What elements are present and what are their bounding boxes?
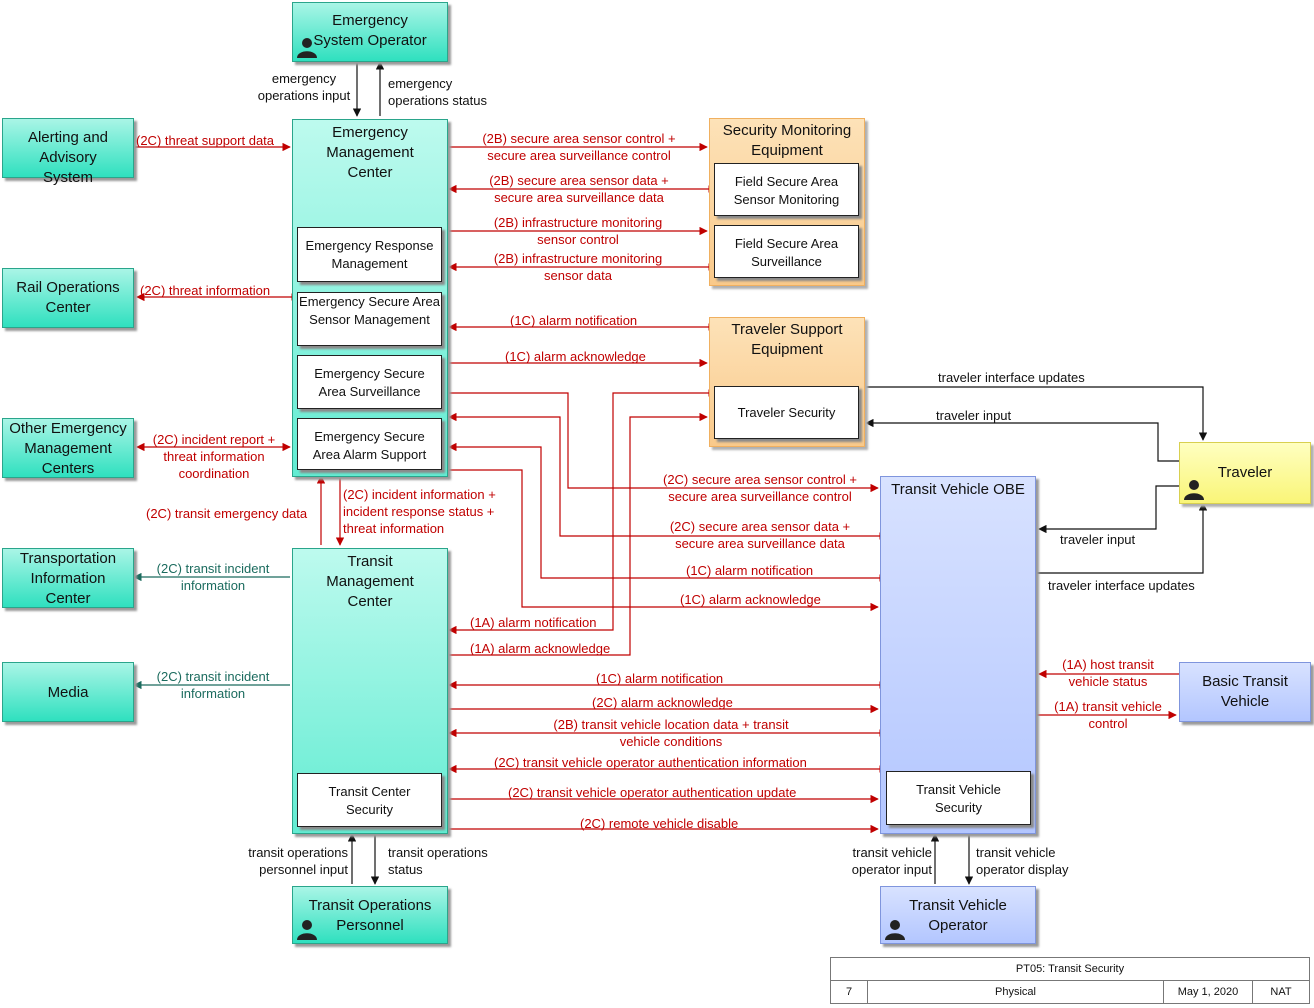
transit-center-security-subsystem[interactable]: Transit Center Security <box>297 773 442 827</box>
node-title: Transportation Information Center <box>19 550 117 607</box>
node-title: Transit Management Center <box>326 553 414 610</box>
subsystem-label: Emergency Secure Area Surveillance <box>314 366 425 399</box>
subsystem-label: Traveler Security <box>737 405 836 420</box>
flow-label: (2B) infrastructure monitoring sensor da… <box>493 251 663 283</box>
subsystem-label: Emergency Secure Area Sensor Management <box>299 294 440 327</box>
user-icon <box>297 920 317 940</box>
emergency-secure-area-surveillance-subsystem[interactable]: Emergency Secure Area Surveillance <box>297 355 442 409</box>
traveler-node[interactable]: Traveler <box>1179 442 1311 504</box>
flow-label: (1A) alarm notification <box>470 615 597 630</box>
flow-label: (1C) alarm notification <box>596 671 724 686</box>
alerting-and-advisory-system-node[interactable]: Alerting and Advisory System <box>2 118 134 186</box>
user-icon <box>885 920 905 940</box>
flow-label: (2B) secure area sensor control + secure… <box>482 131 676 163</box>
user-icon <box>297 38 317 58</box>
traveler-security-subsystem[interactable]: Traveler Security <box>714 386 859 439</box>
node-title: Rail Operations Center <box>16 279 120 316</box>
emergency-secure-area-alarm-support-subsystem[interactable]: Emergency Secure Area Alarm Support <box>297 418 442 470</box>
flow-label: (1A) host transit vehicle status <box>1062 657 1154 689</box>
node-title: Alerting and Advisory System <box>27 129 109 186</box>
flow-label: traveler input <box>936 408 1012 423</box>
flow-label: (1C) alarm notification <box>686 563 814 578</box>
flow-label: (1C) alarm acknowledge <box>680 592 821 607</box>
flow-label: (2C) threat information <box>140 283 271 298</box>
node-title: Security Monitoring Equipment <box>722 122 852 159</box>
user-icon <box>1184 480 1204 500</box>
node-title: Other Emergency Management Centers <box>9 420 127 477</box>
flow-label: (1A) transit vehicle control <box>1054 699 1162 731</box>
flow-label: traveler interface updates <box>1048 578 1195 593</box>
emergency-system-operator-node[interactable]: Emergency System Operator <box>292 2 448 62</box>
view-type: Physical <box>867 980 1164 1004</box>
subsystem-label: Emergency Response Management <box>305 238 434 271</box>
flow-label: (2C) transit vehicle operator authentica… <box>494 755 807 770</box>
node-title: Emergency System Operator <box>313 12 427 49</box>
flow-label: (1A) alarm acknowledge <box>470 641 611 656</box>
flow-label: emergency operations input <box>257 71 351 103</box>
flow-label: (1C) alarm notification <box>510 313 638 328</box>
flow-label: (2B) infrastructure monitoring sensor co… <box>493 215 663 247</box>
node-title: Emergency Management Center <box>326 124 414 181</box>
flow-label: (2B) secure area sensor data + secure ar… <box>489 173 669 205</box>
transit-vehicle-operator-node[interactable]: Transit Vehicle Operator <box>880 886 1036 944</box>
flow-label: transit operations status <box>388 845 488 877</box>
flow-label: transit operations personnel input <box>248 845 348 877</box>
node-title: Transit Operations Personnel <box>308 897 432 934</box>
diagram-date: May 1, 2020 <box>1163 980 1253 1004</box>
flow-label: (1C) alarm acknowledge <box>505 349 646 364</box>
other-emergency-management-centers-node[interactable]: Other Emergency Management Centers <box>2 418 134 478</box>
node-title: Transit Vehicle Operator <box>909 897 1007 934</box>
flow-label: emergency operations status <box>388 76 488 108</box>
transportation-information-center-node[interactable]: Transportation Information Center <box>2 548 134 608</box>
flow-label: (2C) alarm acknowledge <box>592 695 733 710</box>
field-secure-area-sensor-monitoring-subsystem[interactable]: Field Secure Area Sensor Monitoring <box>714 163 859 216</box>
flow-label: (2B) transit vehicle location data + tra… <box>553 717 789 749</box>
basic-transit-vehicle-node[interactable]: Basic Transit Vehicle <box>1179 662 1311 722</box>
page-number: 7 <box>830 980 868 1004</box>
flow-label: (2C) transit incident information <box>156 561 270 593</box>
node-title: Basic Transit Vehicle <box>1202 673 1288 710</box>
title-block: PT05: Transit Security 7 Physical May 1,… <box>830 957 1310 1004</box>
node-title: Traveler <box>1217 464 1273 481</box>
emergency-secure-area-sensor-management-subsystem[interactable]: Emergency Secure Area Sensor Management <box>297 292 442 346</box>
flow-label: (2C) transit vehicle operator authentica… <box>508 785 797 800</box>
node-title: Media <box>47 684 89 701</box>
subsystem-label: Emergency Secure Area Alarm Support <box>312 429 427 462</box>
emergency-response-management-subsystem[interactable]: Emergency Response Management <box>297 227 442 282</box>
rail-operations-center-node[interactable]: Rail Operations Center <box>2 268 134 328</box>
flow-label: (2C) transit emergency data <box>146 506 308 521</box>
flow-label: traveler interface updates <box>938 370 1085 385</box>
node-title: Traveler Support Equipment <box>731 321 843 358</box>
transit-vehicle-security-subsystem[interactable]: Transit Vehicle Security <box>886 771 1031 825</box>
organization: NAT <box>1252 980 1310 1004</box>
flow-label: traveler input <box>1060 532 1136 547</box>
subsystem-label: Field Secure Area Surveillance <box>734 236 839 269</box>
flow-label: (2C) threat support data <box>136 133 275 148</box>
field-secure-area-surveillance-subsystem[interactable]: Field Secure Area Surveillance <box>714 225 859 278</box>
flow-label: (2C) incident information + incident res… <box>343 487 496 536</box>
flow-label: (2C) incident report + threat informatio… <box>152 432 276 481</box>
flow-label: (2C) transit incident information <box>156 669 270 701</box>
flow-label: (2C) secure area sensor data + secure ar… <box>669 519 851 551</box>
flow-label: (2C) secure area sensor control + secure… <box>662 472 857 504</box>
diagram-title: PT05: Transit Security <box>830 957 1310 981</box>
transit-operations-personnel-node[interactable]: Transit Operations Personnel <box>292 886 448 944</box>
flow-label: transit vehicle operator display <box>976 845 1069 877</box>
subsystem-label: Transit Center Security <box>328 784 411 817</box>
media-node[interactable]: Media <box>2 662 134 722</box>
node-title: Transit Vehicle OBE <box>891 481 1025 498</box>
subsystem-label: Field Secure Area Sensor Monitoring <box>733 174 840 207</box>
flow-label: transit vehicle operator input <box>851 845 932 877</box>
flow-label: (2C) remote vehicle disable <box>580 816 739 831</box>
subsystem-label: Transit Vehicle Security <box>916 782 1001 815</box>
